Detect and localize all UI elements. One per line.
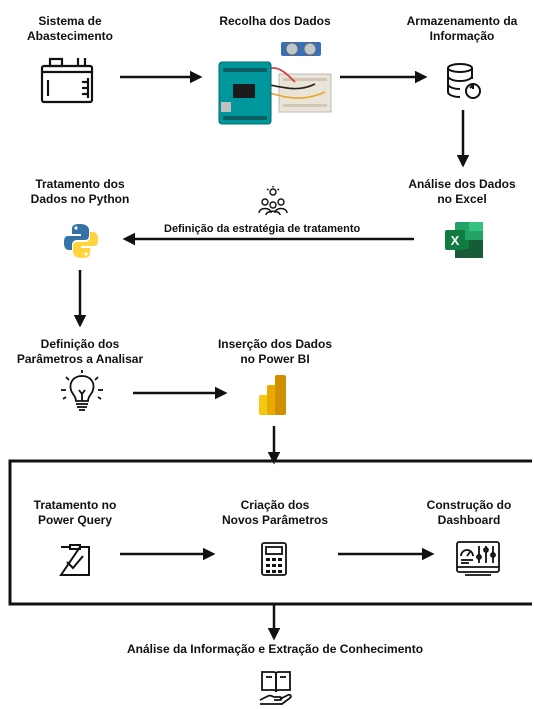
- power-bi-icon: [259, 375, 286, 415]
- fuel-tank-icon: [40, 57, 94, 104]
- python-icon: [64, 224, 98, 258]
- process-frame-bottom: [8, 572, 532, 606]
- excel-icon: X: [445, 222, 483, 258]
- node-tratamento-python-label: Tratamento dos Dados no Python: [30, 177, 130, 206]
- node-dashboard-label: Construção do Dashboard: [426, 498, 512, 527]
- node-analise-final-label: Análise da Informação e Extração de Conh…: [126, 642, 424, 656]
- node-criacao-label: Criação dos Novos Parâmetros: [221, 498, 329, 527]
- database-icon: [447, 63, 481, 99]
- lightbulb-icon: [61, 370, 103, 411]
- process-frame: [8, 459, 532, 574]
- calculator-icon: [261, 542, 287, 576]
- node-insercao-powerbi-label: Inserção dos Dados no Power BI: [217, 337, 333, 366]
- node-armazenamento-label: Armazenamento da Informação: [406, 14, 518, 43]
- edge-estrategia-label: Definição da estratégia de tratamento: [164, 223, 361, 235]
- arduino-sensor-icon: [218, 42, 332, 125]
- node-analise-excel-label: Análise dos Dados no Excel: [408, 177, 516, 206]
- checklist-icon: [59, 544, 90, 576]
- node-sistema-label: Sistema de Abastecimento: [26, 14, 114, 43]
- svg-text:X: X: [451, 233, 460, 248]
- dashboard-icon: [456, 541, 500, 576]
- book-hand-icon: [259, 671, 292, 705]
- node-definicao-label: Definição dos Parâmetros a Analisar: [16, 337, 144, 366]
- node-tratamento-powerquery-label: Tratamento no Power Query: [33, 498, 117, 527]
- node-recolha-label: Recolha dos Dados: [219, 14, 331, 28]
- team-idea-icon: [258, 186, 288, 216]
